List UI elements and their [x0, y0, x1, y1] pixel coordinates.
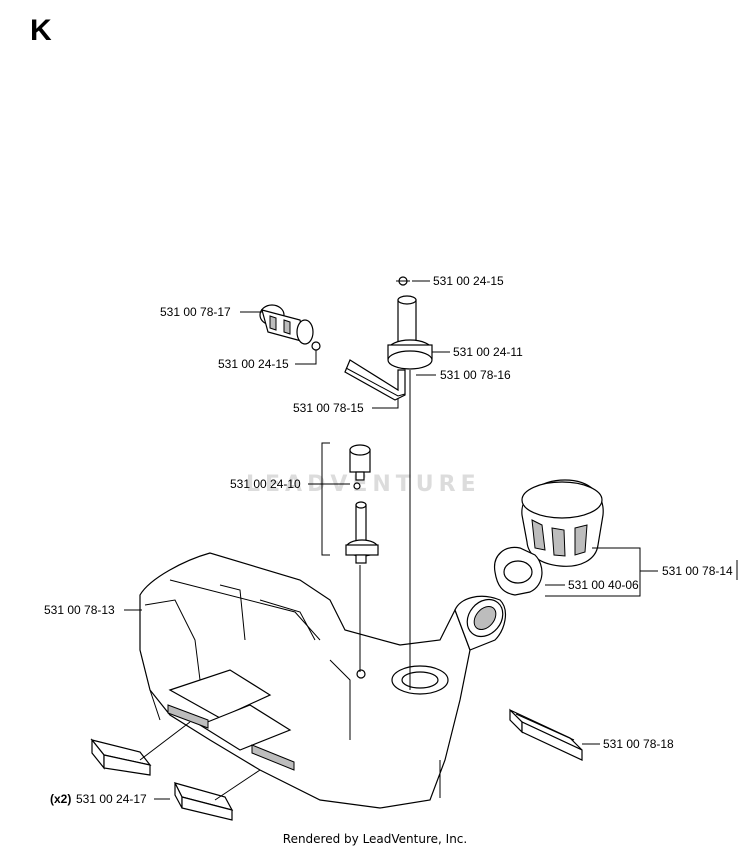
footer-credit: Rendered by LeadVenture, Inc.: [282, 832, 468, 846]
fuel-filter[interactable]: [259, 304, 321, 351]
return-valve[interactable]: [345, 444, 379, 564]
section-letter: K: [30, 14, 52, 47]
fuel-tank[interactable]: [139, 552, 510, 809]
label-531-00-78-17: 531 00 78-17: [160, 305, 231, 319]
label-531-00-78-14: 531 00 78-14: [662, 564, 733, 578]
pad-bottom[interactable]: [173, 782, 234, 821]
label-531-00-78-13: 531 00 78-13: [44, 603, 115, 617]
fuel-cap[interactable]: [521, 479, 604, 567]
label-531-00-24-11: 531 00 24-11: [453, 345, 523, 359]
label-qty-x2: (x2): [50, 792, 71, 806]
cap-gasket[interactable]: [493, 546, 543, 596]
tank-vent[interactable]: [387, 276, 433, 370]
label-531-00-24-10: 531 00 24-10: [230, 477, 301, 491]
pad-right[interactable]: [509, 708, 583, 761]
label-531-00-40-06: 531 00 40-06: [568, 578, 639, 592]
label-531-00-78-15: 531 00 78-15: [293, 401, 364, 415]
label-531-00-24-15-top: 531 00 24-15: [433, 274, 504, 288]
pad-left[interactable]: [90, 738, 152, 776]
label-531-00-24-17: 531 00 24-17: [76, 792, 147, 806]
label-531-00-78-18: 531 00 78-18: [603, 737, 674, 751]
fuel-hose[interactable]: [344, 359, 406, 401]
label-531-00-24-15-filter: 531 00 24-15: [218, 357, 289, 371]
label-531-00-78-16: 531 00 78-16: [440, 368, 511, 382]
